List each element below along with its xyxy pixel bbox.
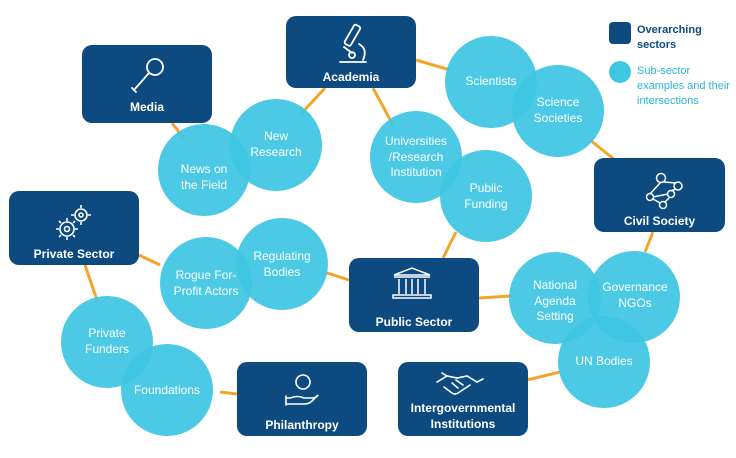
connector-foundations-philanthropy: [219, 390, 238, 396]
sector-media-label: Media: [129, 100, 164, 114]
circle-universities: [370, 111, 462, 203]
box-media: [82, 45, 212, 123]
circle-rogue-actors: [160, 237, 252, 329]
legend-sector-label: Overarching sectors: [637, 24, 702, 51]
microphone-icon: [131, 58, 164, 93]
sector-academia-label: Academia: [322, 70, 380, 84]
subsector-governance-ngos-label: Governance NGOs: [602, 280, 668, 310]
circle-science-societies: [512, 65, 604, 157]
circle-foundations: [121, 344, 213, 436]
subsector-un-bodies-label: UN Bodies: [575, 354, 633, 368]
legend-subsector-label: Sub-sector examples and their intersecti…: [637, 65, 730, 107]
circle-public-funding: [440, 150, 532, 242]
circle-national-agenda: [509, 252, 601, 344]
handshake-icon: [436, 372, 484, 395]
connector-un-intergov: [526, 370, 561, 382]
connector-civil-governance: [643, 231, 655, 253]
network-icon: [645, 172, 683, 210]
sector-private-sector-label: Private Sector: [33, 247, 115, 261]
sector-public-sector-label: Public Sector: [375, 315, 453, 329]
connector-regulating-public: [323, 270, 350, 282]
connectors: [83, 58, 655, 396]
microscope-icon: [339, 23, 367, 63]
legend: [609, 22, 631, 83]
subsector-regulating-bodies-label: Regulating Bodies: [253, 249, 311, 279]
circle-un-bodies: [558, 316, 650, 408]
sector-philanthropy-label: Philanthropy: [265, 418, 339, 432]
coin-in-hand-icon: [285, 374, 319, 406]
subsector-science-societies-label: Science Societies: [533, 95, 583, 125]
subsector-rogue-actors-label: Rogue For-Profit Actors: [173, 268, 239, 298]
connector-funding-public: [441, 231, 458, 259]
connector-private-rogue: [138, 253, 161, 267]
subsector-circles: [61, 36, 680, 436]
connector-academia-universities: [371, 87, 395, 126]
circle-news-on-field: [158, 124, 250, 216]
sector-civil-society-label: Civil Society: [623, 214, 696, 228]
connector-public-national: [478, 294, 513, 300]
subsector-universities-label: Universities /Research Institution: [384, 134, 447, 180]
legend-sector-swatch: [609, 22, 631, 44]
subsector-national-agenda-label: National Agenda Setting: [532, 278, 578, 324]
sector-intergovernmental-label: Intergovernmental Institutions: [410, 401, 516, 431]
subsector-scientists-label: Scientists: [465, 74, 517, 88]
subsector-new-research-label: New Research: [250, 129, 302, 159]
circle-regulating-bodies: [236, 218, 328, 310]
connector-societies-civil: [589, 138, 616, 162]
subsector-foundations-label: Foundations: [133, 383, 201, 397]
circle-new-research: [230, 99, 322, 191]
sector-boxes: [9, 16, 725, 436]
subsector-public-funding-label: Public Funding: [464, 181, 508, 211]
box-intergovernmental: [398, 362, 528, 436]
government-building-icon: [392, 267, 432, 299]
legend-subsector-swatch: [609, 61, 631, 83]
box-philanthropy: [237, 362, 367, 436]
subsector-private-funders-label: Private Funders: [84, 326, 130, 356]
connector-academia-scientists: [415, 58, 451, 72]
connector-private-funders: [83, 264, 99, 301]
gears-icon: [56, 205, 91, 240]
subsector-news-on-field-label: News on the Field: [180, 162, 228, 192]
